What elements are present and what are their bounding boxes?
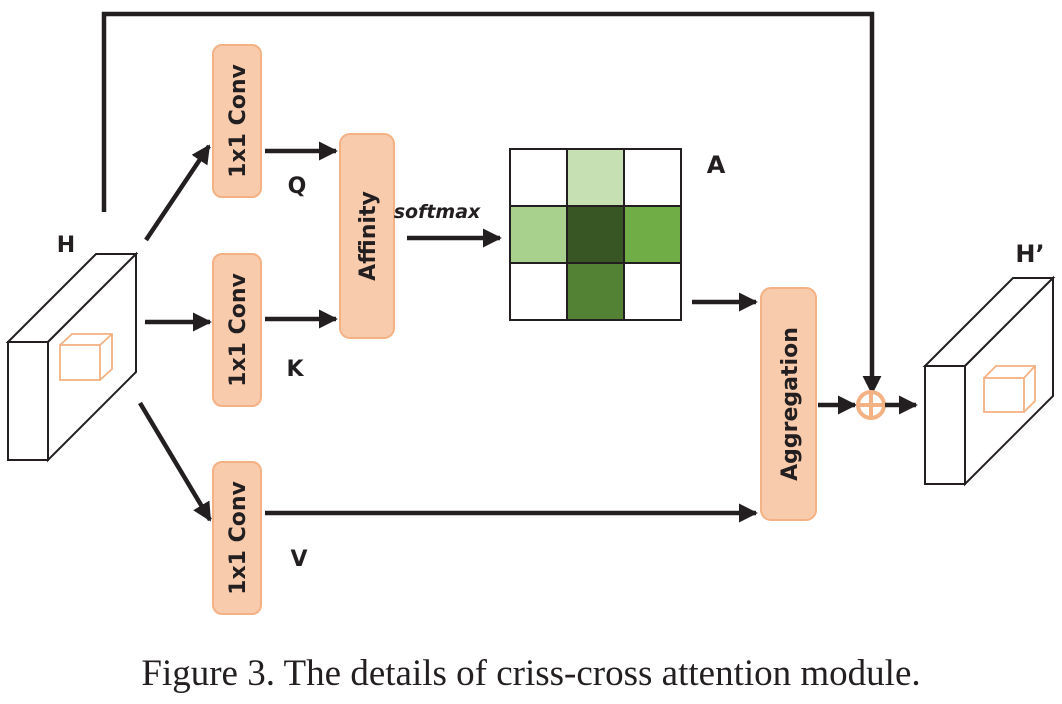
- conv-k-block: 1x1 Conv: [212, 253, 262, 407]
- affinity-label: Affinity: [356, 191, 381, 281]
- arrow-h-to-conv-v: [138, 401, 212, 522]
- q-label: Q: [288, 174, 307, 199]
- input-feature-map: [5, 251, 139, 463]
- attention-map-label: A: [707, 151, 726, 179]
- figure-caption: Figure 3. The details of criss-cross att…: [141, 653, 921, 694]
- conv-v-label: 1x1 Conv: [226, 480, 251, 594]
- attention-cell-r0-c1: [566, 148, 625, 207]
- attention-cell-r2-c2: [623, 262, 682, 321]
- output-feature-map: [922, 275, 1056, 487]
- output-cube-icon: [983, 365, 1036, 413]
- skip-connection-arrow: [101, 11, 882, 395]
- conv-q-block: 1x1 Conv: [212, 44, 262, 198]
- input-label: H: [57, 233, 75, 258]
- affinity-block: Affinity: [339, 133, 395, 339]
- attention-cell-r0-c2: [623, 148, 682, 207]
- attention-cell-r1-c0: [509, 205, 568, 264]
- attention-map-grid: [509, 148, 682, 321]
- aggregation-label: Aggregation: [778, 327, 803, 481]
- attention-cell-r1-c2: [623, 205, 682, 264]
- v-label: V: [290, 547, 307, 572]
- output-label: H’: [1015, 240, 1044, 268]
- aggregation-block: Aggregation: [760, 287, 817, 521]
- circled-plus-icon: [856, 390, 886, 420]
- attention-cell-r2-c1: [566, 262, 625, 321]
- arrow-h-to-conv-q: [144, 144, 211, 242]
- attention-cell-r2-c0: [509, 262, 568, 321]
- conv-k-label: 1x1 Conv: [226, 272, 251, 386]
- input-cube-icon: [59, 333, 113, 381]
- conv-v-block: 1x1 Conv: [212, 461, 262, 615]
- softmax-label: softmax: [394, 201, 481, 223]
- conv-q-label: 1x1 Conv: [226, 63, 251, 177]
- attention-cell-r1-c1: [566, 205, 625, 264]
- attention-cell-r0-c0: [509, 148, 568, 207]
- k-label: K: [286, 357, 304, 382]
